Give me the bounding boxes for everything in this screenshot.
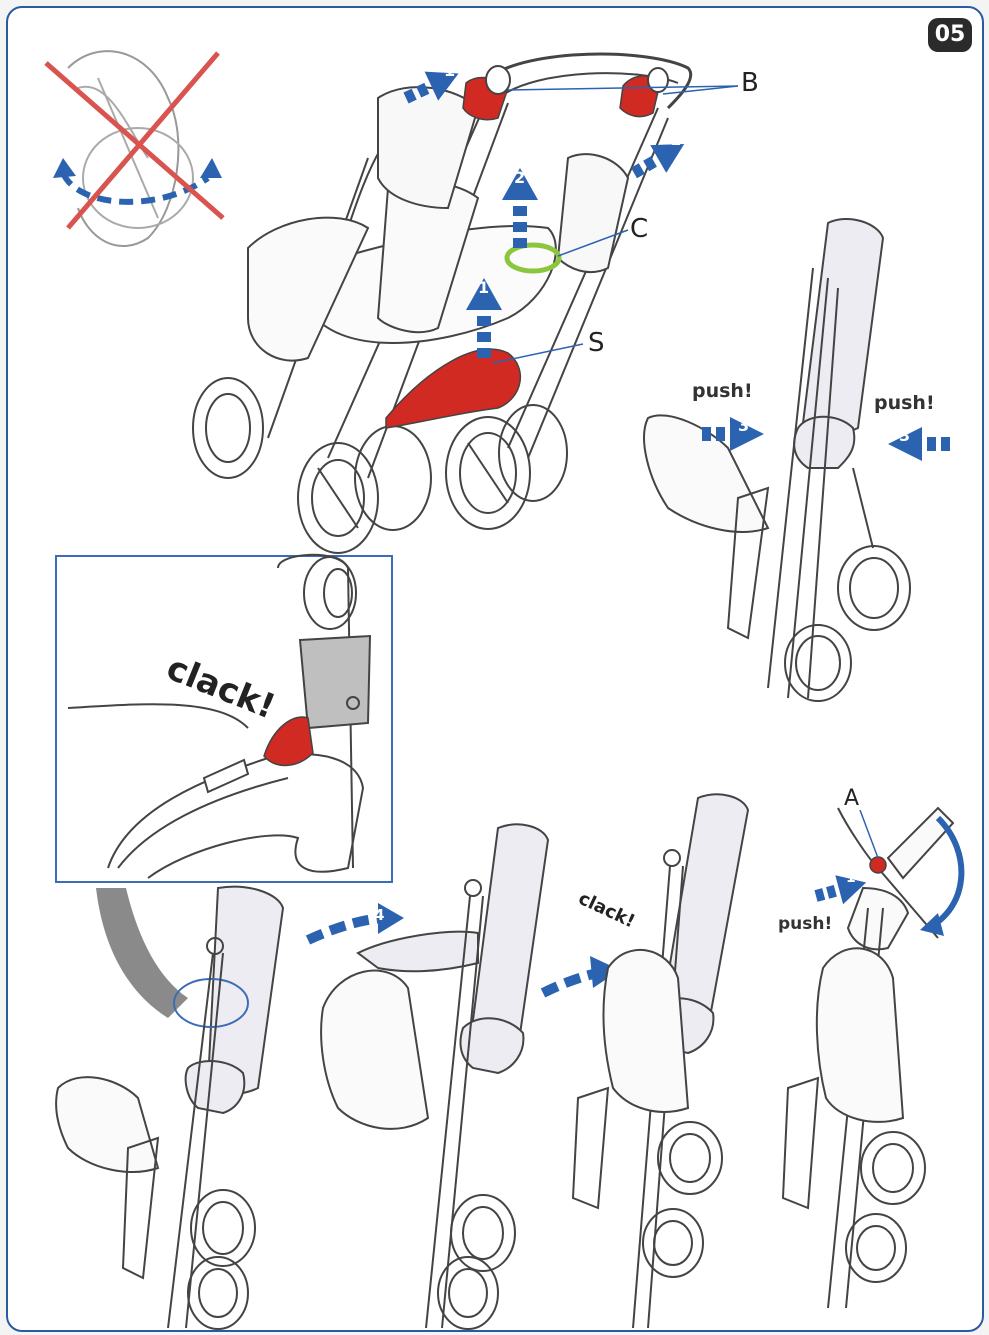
stroller-bottom-3 <box>573 794 748 1328</box>
step-4-arrow <box>308 903 404 940</box>
stroller-bottom-4 <box>783 808 953 1308</box>
stroller-bottom-2 <box>321 824 548 1329</box>
step-number-4: 4 <box>374 906 384 924</box>
push-caption-left: push! <box>692 380 753 402</box>
stroller-main <box>193 54 691 553</box>
push-caption-right: push! <box>874 392 935 414</box>
button-a-icon <box>870 857 886 873</box>
step-number-2: 2 <box>514 168 525 187</box>
folded-stroller-push <box>644 219 910 701</box>
label-s: S <box>588 328 605 358</box>
label-a: A <box>844 786 859 811</box>
push-caption-a: push! <box>778 914 832 934</box>
label-b: B <box>741 68 759 98</box>
step-number-1: 1 <box>444 61 455 80</box>
red-cross-icon <box>46 63 223 218</box>
step-number-3: 3 <box>899 426 910 445</box>
step-number-1: 1 <box>670 130 681 149</box>
stroller-folding-illustration <box>8 8 982 1330</box>
instruction-page: 05 <box>6 6 984 1332</box>
step-number-1: 1 <box>846 870 856 886</box>
do-not-fold-icon <box>46 51 223 246</box>
clack-detail-inset <box>56 555 392 882</box>
step-number-3: 3 <box>738 416 749 435</box>
step-number-1: 1 <box>478 278 489 297</box>
stroller-bottom-1 <box>56 887 283 1329</box>
label-c: C <box>630 214 648 244</box>
